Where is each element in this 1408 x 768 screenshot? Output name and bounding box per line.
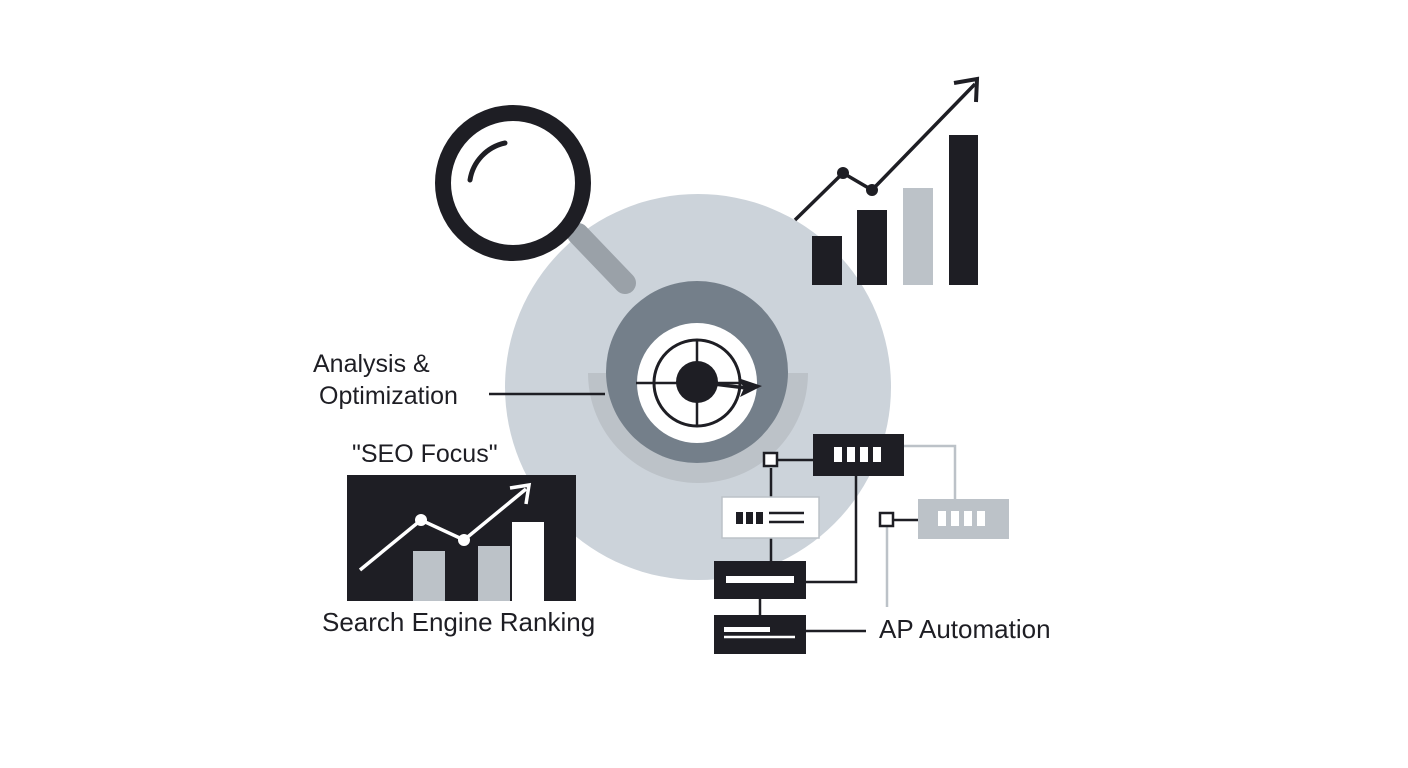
target-icon (588, 281, 808, 483)
search-engine-ranking-label: Search Engine Ranking (322, 607, 596, 637)
seo-focus-label: "SEO Focus" (352, 440, 498, 468)
ranking-chart-icon (347, 475, 576, 601)
ap-automation-label: AP Automation (879, 614, 1051, 644)
analysis-label-line1: Analysis & (313, 350, 430, 378)
growth-chart-icon (793, 76, 980, 285)
analysis-optimization-label: Analysis & Optimization (313, 348, 458, 412)
magnifying-glass-icon (435, 105, 636, 294)
analysis-label-line2: Optimization (319, 382, 458, 410)
automation-flow-icon (714, 434, 1009, 654)
